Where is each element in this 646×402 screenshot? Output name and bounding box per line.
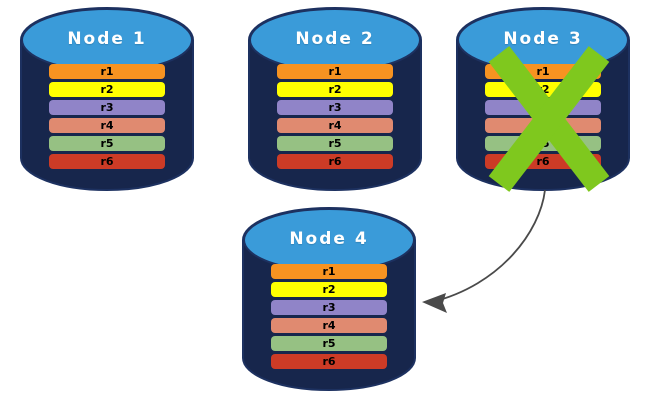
row-bar-r2[interactable]: r2	[271, 282, 387, 297]
arrow-head	[422, 293, 447, 313]
cylinder-top-cap	[249, 8, 421, 72]
row-bar-r2[interactable]: r2	[49, 82, 165, 97]
arrow-line	[431, 189, 546, 303]
row-bar-r3[interactable]: r3	[277, 100, 393, 115]
row-bar-r2[interactable]: r2	[485, 82, 601, 97]
row-bar-r4[interactable]: r4	[49, 118, 165, 133]
row-bar-r1[interactable]: r1	[485, 64, 601, 79]
cylinder-top-cap	[243, 208, 415, 272]
row-bar-r1[interactable]: r1	[49, 64, 165, 79]
row-bar-r4[interactable]: r4	[277, 118, 393, 133]
row-bar-r1[interactable]: r1	[271, 264, 387, 279]
cylinder-top-cap	[21, 8, 193, 72]
row-bar-r1[interactable]: r1	[277, 64, 393, 79]
row-bar-r2[interactable]: r2	[277, 82, 393, 97]
row-bar-r5[interactable]: r5	[277, 136, 393, 151]
row-bar-r5[interactable]: r5	[49, 136, 165, 151]
row-bar-r3[interactable]: r3	[485, 100, 601, 115]
row-bar-r6[interactable]: r6	[49, 154, 165, 169]
row-bar-r4[interactable]: r4	[271, 318, 387, 333]
row-bar-r5[interactable]: r5	[485, 136, 601, 151]
row-bar-r6[interactable]: r6	[485, 154, 601, 169]
row-bar-r6[interactable]: r6	[277, 154, 393, 169]
row-bar-r6[interactable]: r6	[271, 354, 387, 369]
row-bar-r3[interactable]: r3	[49, 100, 165, 115]
row-bar-r3[interactable]: r3	[271, 300, 387, 315]
row-bar-r5[interactable]: r5	[271, 336, 387, 351]
row-bar-r4[interactable]: r4	[485, 118, 601, 133]
cylinder-top-cap	[457, 8, 629, 72]
